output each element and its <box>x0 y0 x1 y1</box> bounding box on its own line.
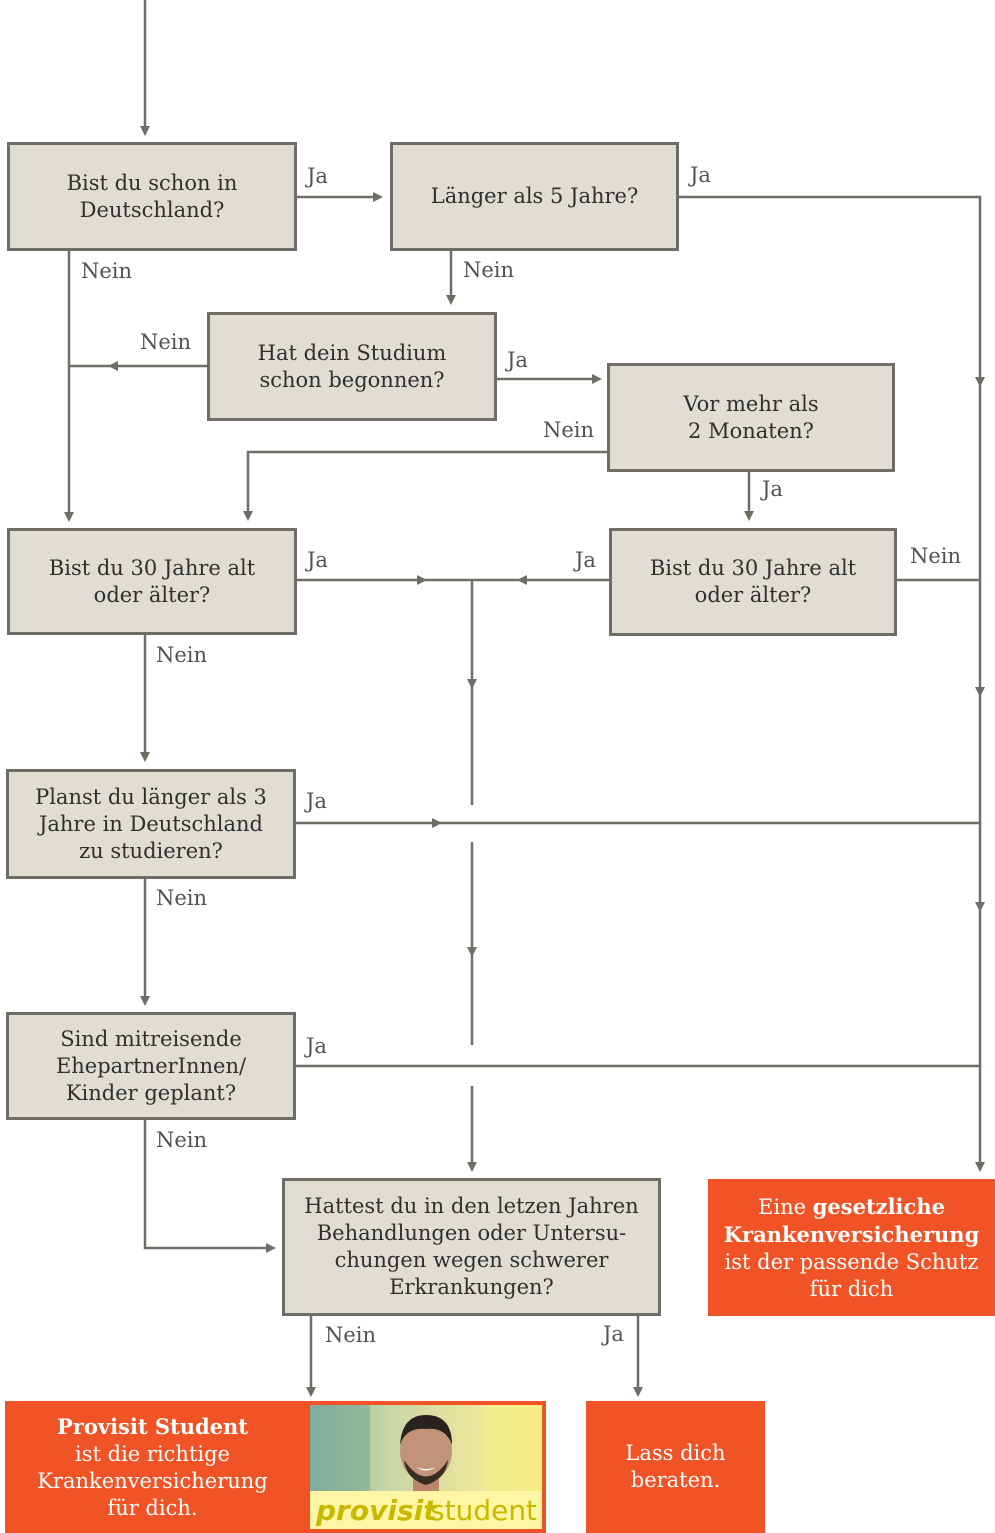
result-gkv-bold1: gesetzliche <box>812 1193 945 1219</box>
node-longer-5-years: Länger als 5 Jahre? <box>390 142 679 251</box>
node-longer-3-years: Planst du länger als 3 Jahre in Deutschl… <box>6 769 296 879</box>
result-gkv-line1: Eine <box>758 1194 813 1219</box>
logo-word-provisit: provisit <box>316 1494 437 1527</box>
node-study-started: Hat dein Studium schon begonnen? <box>207 312 497 421</box>
node-age30-right: Bist du 30 Jahre alt oder älter? <box>609 528 897 636</box>
label-yes: Ja <box>306 789 327 813</box>
label-yes: Ja <box>307 164 328 188</box>
arrow-q8-q9 <box>143 1120 276 1253</box>
result-get-advice: Lass dich beraten. <box>586 1401 765 1533</box>
label-yes: Ja <box>762 477 783 501</box>
label-yes: Ja <box>575 548 596 572</box>
node-more-2-months: Vor mehr als 2 Monaten? <box>607 363 895 472</box>
label-no: Nein <box>81 259 133 283</box>
result-advice-line2: beraten. <box>630 1468 721 1492</box>
result-provisit-line3: Krankenversicherung <box>37 1468 268 1493</box>
label-yes: Ja <box>603 1322 624 1346</box>
logo-word-student: student <box>430 1494 538 1527</box>
node-illness: Hattest du in den letzen Jahren Behandlu… <box>282 1178 661 1316</box>
label-no: Nein <box>156 1128 208 1152</box>
label-no: Nein <box>156 886 208 910</box>
label-no: Nein <box>463 258 515 282</box>
label-no: Nein <box>325 1323 377 1347</box>
label-no: Nein <box>910 544 962 568</box>
label-no: Nein <box>156 643 208 667</box>
label-yes: Ja <box>690 163 711 187</box>
arrow-q4-q5 <box>243 450 608 521</box>
result-gkv-line3: ist der passende Schutz <box>724 1249 979 1274</box>
label-yes: Ja <box>307 548 328 572</box>
result-provisit-line2: ist die richtige <box>75 1441 230 1466</box>
result-advice-line1: Lass dich <box>625 1441 726 1465</box>
line-q2-right <box>678 195 985 387</box>
label-no: Nein <box>140 330 192 354</box>
result-gkv-bold2: Krankenversicherung <box>723 1221 980 1247</box>
result-provisit-bold: Provisit Student <box>57 1413 248 1439</box>
node-family: Sind mitreisende EhepartnerInnen/ Kinder… <box>6 1012 296 1120</box>
label-yes: Ja <box>507 348 528 372</box>
label-yes: Ja <box>306 1034 327 1058</box>
label-no: Nein <box>543 418 595 442</box>
result-gkv-line4: für dich <box>809 1276 894 1301</box>
result-statutory-insurance: Eine gesetzliche Krankenversicherung ist… <box>708 1179 995 1316</box>
result-provisit-line4: für dich. <box>107 1495 198 1520</box>
student-photo: provisit student <box>310 1405 542 1529</box>
provisit-logo: provisit student <box>310 1491 542 1529</box>
node-in-germany: Bist du schon in Deutschland? <box>7 142 297 251</box>
node-age30-left: Bist du 30 Jahre alt oder älter? <box>7 528 297 635</box>
